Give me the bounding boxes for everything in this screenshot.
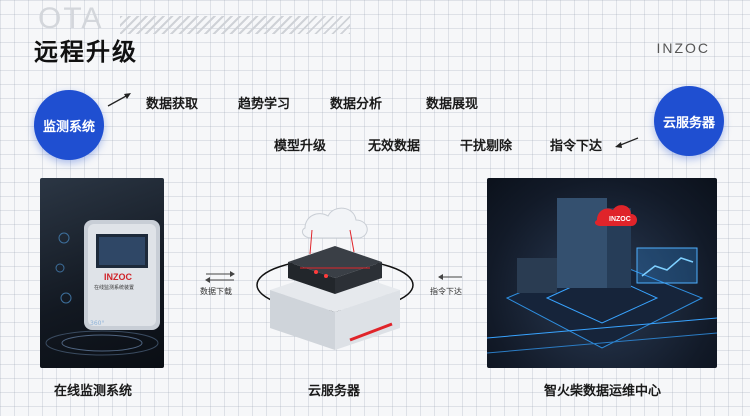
watermark-text: OTA xyxy=(38,2,104,35)
left-node-arrow-icon xyxy=(107,93,131,107)
rotation-badge: 360° xyxy=(90,320,105,327)
tag-trend-learning: 趋势学习 xyxy=(238,97,291,112)
command-flow-arrow-icon xyxy=(438,274,462,280)
cloud-server-illustration xyxy=(256,207,414,350)
tag-interference-removal: 干扰剔除 xyxy=(460,139,513,154)
tag-data-presentation: 数据展现 xyxy=(426,97,479,112)
download-flow-arrows-icon xyxy=(205,271,235,283)
tag-model-upgrade: 模型升级 xyxy=(274,139,327,154)
caption-online-monitoring: 在线监测系统 xyxy=(54,384,133,399)
monitoring-device-image: INZOC 在线监测系统装置 360° xyxy=(40,178,164,368)
page-title: 远程升级 xyxy=(34,38,138,66)
cloud-server-node-label: 云服务器 xyxy=(662,115,715,131)
device-subtitle: 在线监测系统装置 xyxy=(94,285,135,291)
caption-cloud-server: 云服务器 xyxy=(308,384,361,399)
command-flow-label: 指令下达 xyxy=(430,287,462,296)
device-illustration xyxy=(45,220,160,356)
device-brand-logo: INZOC xyxy=(104,272,132,282)
monitoring-system-label: 监测系统 xyxy=(42,119,95,135)
data-center-illustration xyxy=(487,198,717,354)
data-center-image: INZOC xyxy=(487,178,717,368)
decorative-hatch xyxy=(120,16,350,34)
tag-invalid-data: 无效数据 xyxy=(368,139,421,154)
tag-data-acquisition: 数据获取 xyxy=(146,97,199,112)
data-center-badge: INZOC xyxy=(609,216,631,223)
monitoring-system-node: 监测系统 xyxy=(34,90,104,160)
caption-data-center: 智火柴数据运维中心 xyxy=(544,384,662,399)
tag-data-analysis: 数据分析 xyxy=(330,97,383,112)
tag-command-issue: 指令下达 xyxy=(550,139,603,154)
cloud-server-node: 云服务器 xyxy=(654,86,724,156)
download-flow-label: 数据下载 xyxy=(200,287,232,296)
brand-logo-text: INZOC xyxy=(656,40,710,56)
right-node-arrow-icon xyxy=(615,137,639,148)
